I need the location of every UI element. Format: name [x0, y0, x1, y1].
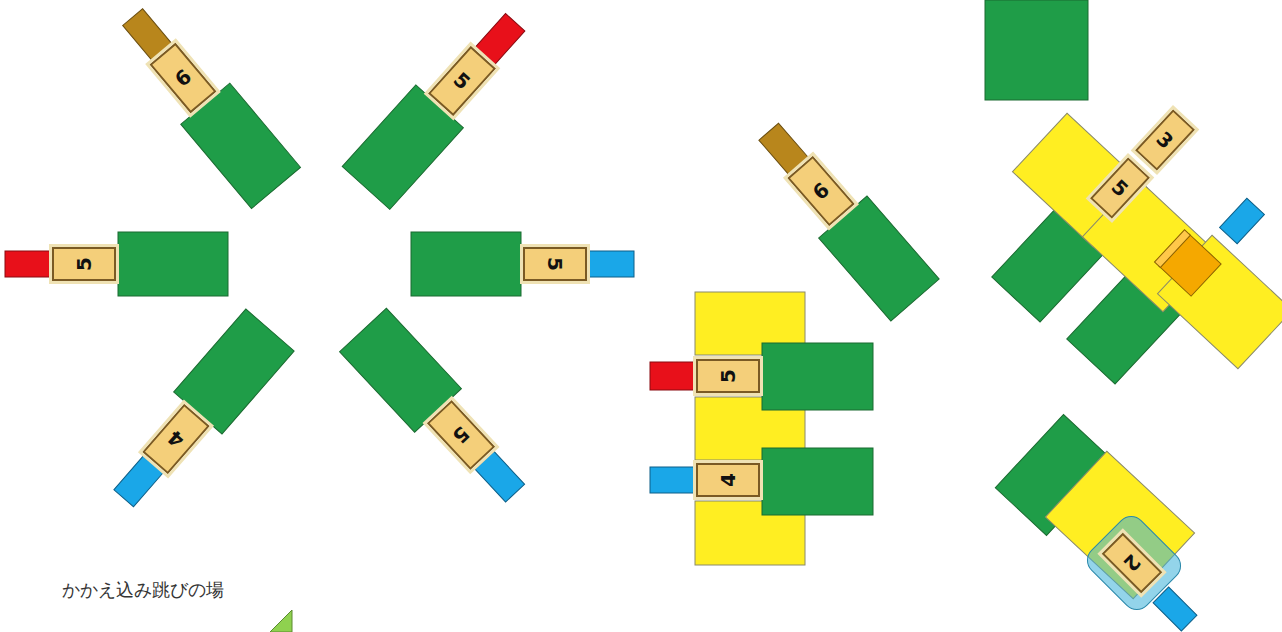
box-number: 6 [172, 66, 196, 90]
vaulting-box: 4 [696, 463, 760, 497]
vaulting-box: 5 [523, 247, 587, 281]
box-number: 5 [545, 257, 565, 271]
box-number: 4 [718, 473, 738, 487]
caption-label: かかえ込み跳びの場 [62, 578, 224, 602]
box-number: 5 [450, 69, 474, 93]
box-number: 5 [74, 257, 94, 271]
box-number: 2 [1120, 551, 1144, 575]
box-number: 3 [1153, 128, 1177, 152]
vaulting-box: 5 [52, 247, 116, 281]
vaulting-box: 5 [696, 359, 760, 393]
box-number: 5 [449, 423, 473, 447]
box-number: 4 [164, 427, 188, 451]
vaulting-box: 3 [1135, 109, 1195, 170]
box-number: 6 [809, 179, 833, 203]
box-number: 5 [1108, 176, 1132, 200]
box-number: 5 [718, 369, 738, 383]
